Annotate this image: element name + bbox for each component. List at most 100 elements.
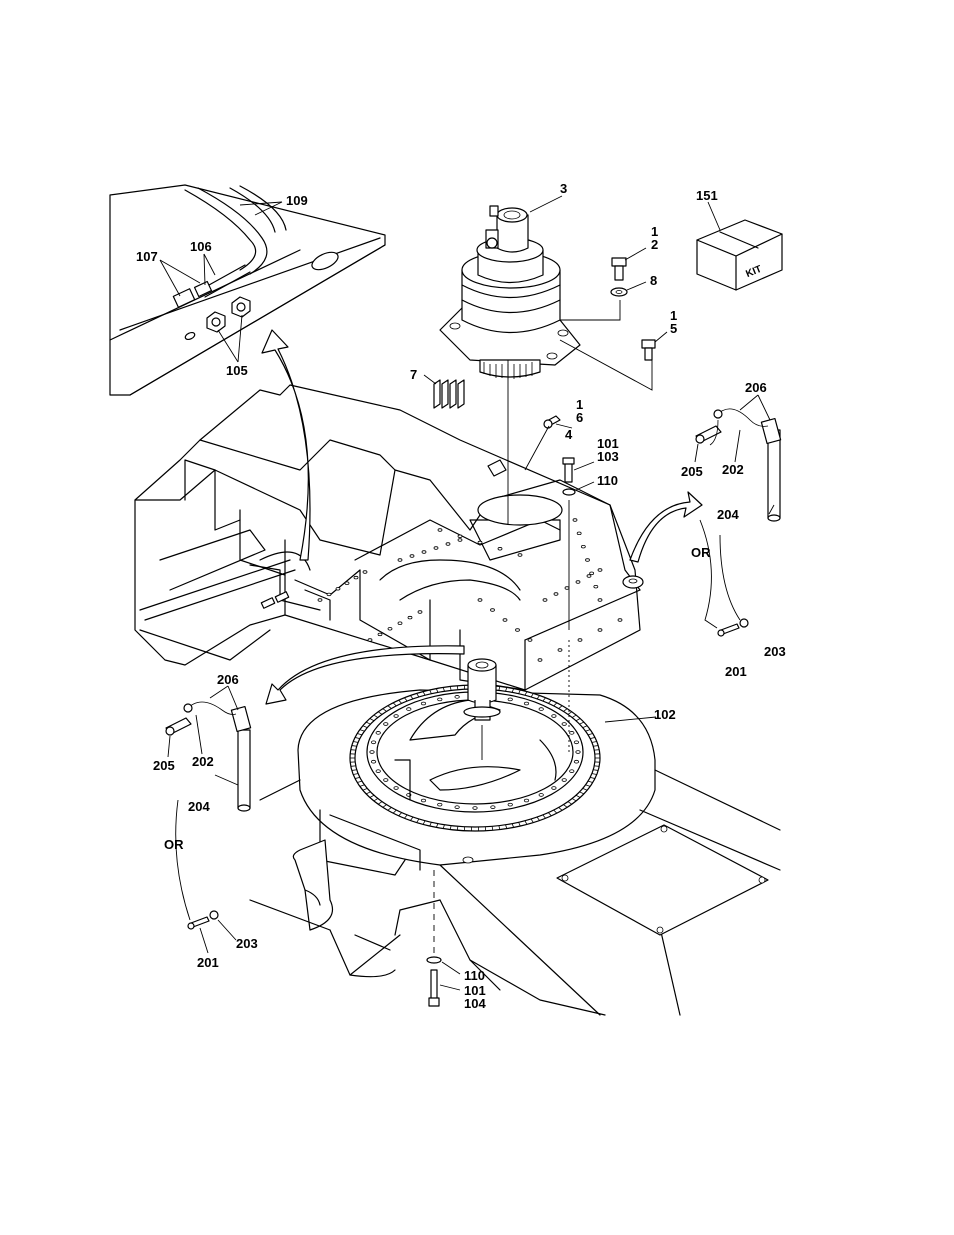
callout-151: 151: [696, 188, 718, 203]
callout-202-left: 202: [192, 754, 214, 769]
frame-bolt-hole: [477, 540, 483, 545]
motion-arrows: [261, 329, 703, 705]
slew-ring-assembly: [297, 684, 656, 866]
callout-labels: 3 151 109 106 107 105 1 2 8 1 5 7 1 6 4 …: [136, 181, 786, 1011]
frame-bolt-hole: [542, 598, 548, 602]
frame-bolt-hole: [362, 570, 368, 574]
frame-bolt-hole: [537, 658, 543, 662]
frame-bolt-hole: [377, 632, 383, 637]
ring-bolt-hole: [569, 769, 575, 773]
callout-206-right: 206: [745, 380, 767, 395]
callout-3: 3: [560, 181, 567, 196]
frame-bolt-hole: [557, 648, 563, 652]
frame-bolt-hole: [417, 610, 423, 614]
callout-204-right: 204: [717, 507, 739, 522]
ring-bolt-hole: [420, 798, 427, 803]
frame-bolt-hole: [335, 587, 341, 591]
ring-bolt-hole: [454, 805, 460, 809]
swing-pivot-post: [463, 658, 501, 721]
ring-bolt-hole: [393, 786, 399, 790]
frame-bolt-hole: [572, 518, 578, 522]
ring-bolt-hole: [437, 697, 443, 702]
callout-8: 8: [650, 273, 657, 288]
small-hardware: [433, 257, 656, 496]
frame-bolt-hole: [589, 571, 595, 576]
callout-204-left: 204: [188, 799, 210, 814]
callout-or-right: OR: [691, 545, 711, 560]
frame-bolt-hole: [527, 638, 533, 642]
callout-4: 4: [565, 427, 573, 442]
callout-103: 103: [597, 449, 619, 464]
callout-or-left: OR: [164, 837, 184, 852]
lock-pin-set-left: [165, 701, 252, 930]
callout-107: 107: [136, 249, 158, 264]
frame-bolt-hole: [457, 534, 463, 538]
ring-bolt-hole: [523, 701, 530, 706]
upper-frame-section: [109, 184, 386, 396]
ring-bolt-hole: [538, 793, 544, 797]
ring-bolt-hole: [573, 759, 580, 764]
ring-bolt-hole: [523, 798, 530, 803]
frame-bolt-hole: [353, 575, 359, 580]
frame-bolt-hole: [317, 598, 323, 602]
frame-bolt-hole: [575, 580, 581, 584]
frame-bolt-hole: [580, 544, 586, 549]
frame-bolt-hole: [409, 554, 415, 558]
callout-206-left: 206: [217, 672, 239, 687]
frame-bolt-hole: [597, 598, 603, 602]
callout-109: 109: [286, 193, 308, 208]
frame-bolt-hole: [577, 638, 583, 642]
ring-bolt-hole: [551, 786, 557, 790]
callout-1-lower: 1: [576, 397, 583, 412]
ring-bolt-hole: [370, 740, 377, 745]
callout-203-right: 203: [764, 644, 786, 659]
ring-bolt-hole: [437, 802, 443, 807]
frame-bolt-hole: [367, 638, 373, 642]
callout-5: 5: [670, 321, 677, 336]
ring-bolt-hole: [420, 701, 427, 706]
ring-bolt-hole: [507, 697, 513, 702]
callout-1-middle: 1: [670, 308, 677, 323]
callout-202-right: 202: [722, 462, 744, 477]
ring-bolt-hole: [370, 759, 377, 764]
frame-bolt-hole: [387, 627, 393, 631]
ring-bolt-hole: [538, 707, 544, 711]
frame-bolt-hole: [344, 581, 350, 585]
ring-bolt-holes: [369, 694, 581, 810]
lock-pin-set-right: [695, 408, 782, 637]
ring-bolt-hole: [551, 714, 557, 718]
callout-205-right: 205: [681, 464, 703, 479]
ring-bolt-hole: [383, 722, 389, 726]
frame-bolt-hole: [517, 553, 523, 557]
frame-bolt-hole: [502, 618, 508, 622]
frame-bolt-hole: [407, 615, 413, 620]
callout-201-right: 201: [725, 664, 747, 679]
frame-bolt-hole: [576, 531, 582, 536]
frame-bolt-hole: [586, 574, 592, 578]
ring-bolt-hole: [375, 731, 381, 735]
callout-205-left: 205: [153, 758, 175, 773]
ring-bolt-hole: [383, 778, 389, 782]
callout-203-left: 203: [236, 936, 258, 951]
ring-bolt-hole: [561, 778, 567, 782]
ring-bolt-hole: [369, 750, 375, 754]
frame-bolt-hole: [515, 628, 520, 632]
callout-106: 106: [190, 239, 212, 254]
callout-101-bottom: 101: [464, 983, 486, 998]
ring-bolt-hole: [454, 695, 460, 699]
frame-bolt-hole: [457, 538, 463, 542]
callout-101-top: 101: [597, 436, 619, 451]
ring-bolt-hole: [375, 769, 381, 773]
frame-bolt-hole: [490, 608, 495, 612]
callout-105: 105: [226, 363, 248, 378]
frame-bolt-hole: [593, 584, 599, 589]
callout-110-top: 110: [597, 473, 618, 488]
callout-6: 6: [576, 410, 583, 425]
frame-bolt-hole: [326, 592, 332, 597]
frame-bolt-hole: [397, 558, 403, 562]
ring-bolt-hole: [406, 707, 412, 711]
callout-1-top: 1: [651, 224, 658, 239]
frame-bolt-hole: [437, 528, 443, 532]
callout-2: 2: [651, 237, 658, 252]
